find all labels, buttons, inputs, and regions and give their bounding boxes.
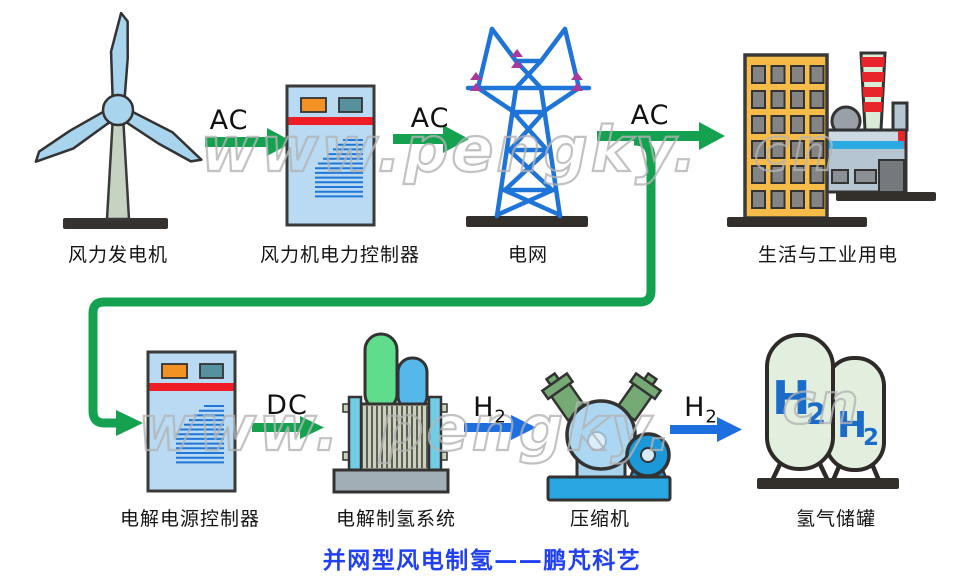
dc-arrow [252,416,324,439]
ac-label-3: AC [630,100,670,131]
label-hydrogen-storage-tank: 氢气储罐 [795,508,877,530]
ac-arrow-1 [205,128,293,156]
h2-arrow-2 [670,417,742,442]
label-power-grid: 电网 [507,244,549,266]
tank-h2-mark-right: H 2 [837,405,879,451]
caption-text: 并网型风电制氢——鹏芃科艺 [322,548,642,574]
h2-arrow-1 [464,415,536,440]
electrolyzer-icon [332,332,450,494]
dc-label: DC [266,390,308,421]
power-grid-tower-icon [465,26,592,227]
svg-text:H: H [772,371,811,425]
svg-text:H: H [837,405,867,446]
label-electrolysis-hydrogen-system: 电解制氢系统 [335,508,457,530]
svg-text:2: 2 [806,397,826,431]
ac-arrow-3 [597,122,725,150]
svg-text:2: 2 [863,425,879,451]
wind-power-controller-icon [285,84,376,227]
label-wind-power-controller: 风力机电力控制器 [259,244,421,266]
compressor-icon [537,366,672,502]
label-compressor: 压缩机 [569,508,631,530]
ac-label-1: AC [209,105,249,136]
label-wind-turbine: 风力发电机 [67,244,169,266]
h2-label-1: H2 [473,392,507,428]
tank-h2-mark-left: H 2 [772,371,826,431]
consumption-buildings-icon [727,51,936,227]
electrolysis-power-controller-icon [146,350,237,493]
ac-label-2: AC [410,103,450,134]
label-consumption: 生活与工业用电 [757,244,899,266]
ac-arrow-2 [393,125,469,153]
hydrogen-tanks-icon: H 2 H 2 [757,333,899,489]
grid-branch-line [85,136,659,436]
label-electrolysis-power-controller: 电解电源控制器 [119,508,261,530]
wind-turbine-icon [29,11,207,229]
h2-label-2: H2 [684,392,718,428]
